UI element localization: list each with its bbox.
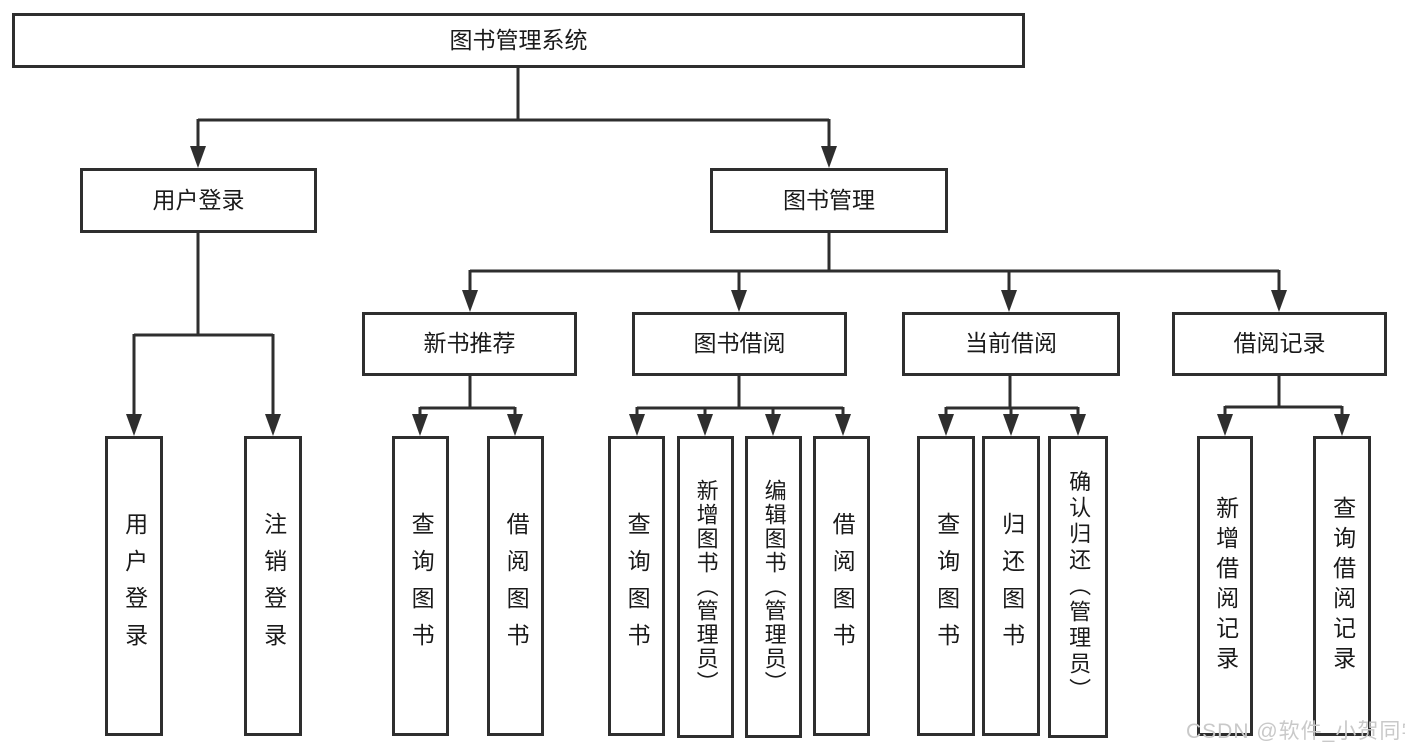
- node-add-books-admin: 新增图书（管理员）: [677, 436, 734, 738]
- arrow-down-icon: [507, 414, 523, 436]
- node-borrow-books-borrowing: 借阅图书: [813, 436, 870, 736]
- arrow-down-icon: [265, 414, 281, 436]
- arrow-down-icons: [126, 146, 1350, 436]
- node-add-borrow-record: 新增借阅记录: [1197, 436, 1253, 736]
- arrow-down-icon: [1217, 414, 1233, 436]
- arrow-down-icon: [835, 414, 851, 436]
- arrow-down-icon: [462, 290, 478, 312]
- arrow-down-icon: [412, 414, 428, 436]
- node-return-books: 归还图书: [982, 436, 1040, 736]
- node-query-borrow-record: 查询借阅记录: [1313, 436, 1371, 736]
- node-leaf-logout: 注销登录: [244, 436, 302, 736]
- arrow-down-icon: [821, 146, 837, 168]
- node-new-book-recommend: 新书推荐: [362, 312, 577, 376]
- arrow-down-icon: [731, 290, 747, 312]
- arrow-down-icon: [190, 146, 206, 168]
- arrow-down-icon: [1003, 414, 1019, 436]
- arrow-down-icon: [629, 414, 645, 436]
- node-edit-books-admin: 编辑图书（管理员）: [745, 436, 802, 738]
- node-book-borrowing: 图书借阅: [632, 312, 847, 376]
- node-query-books-borrowing: 查询图书: [608, 436, 665, 736]
- node-leaf-user-login: 用户登录: [105, 436, 163, 736]
- node-book-management: 图书管理: [710, 168, 948, 233]
- node-confirm-return-admin: 确认归还（管理员）: [1048, 436, 1108, 738]
- arrow-down-icon: [1334, 414, 1350, 436]
- node-borrowing-records: 借阅记录: [1172, 312, 1387, 376]
- node-borrow-books-recommend: 借阅图书: [487, 436, 544, 736]
- node-current-borrowing: 当前借阅: [902, 312, 1120, 376]
- arrow-down-icon: [1001, 290, 1017, 312]
- node-user-login: 用户登录: [80, 168, 317, 233]
- arrow-down-icon: [1070, 414, 1086, 436]
- node-library-system: 图书管理系统: [12, 13, 1025, 68]
- arrow-down-icon: [126, 414, 142, 436]
- arrow-down-icon: [938, 414, 954, 436]
- arrow-down-icon: [765, 414, 781, 436]
- arrow-down-icon: [1271, 290, 1287, 312]
- watermark: CSDN @软件_小贺同学: [1186, 720, 1405, 743]
- arrow-down-icon: [697, 414, 713, 436]
- node-query-books-recommend: 查询图书: [392, 436, 449, 736]
- node-query-books-current: 查询图书: [917, 436, 975, 736]
